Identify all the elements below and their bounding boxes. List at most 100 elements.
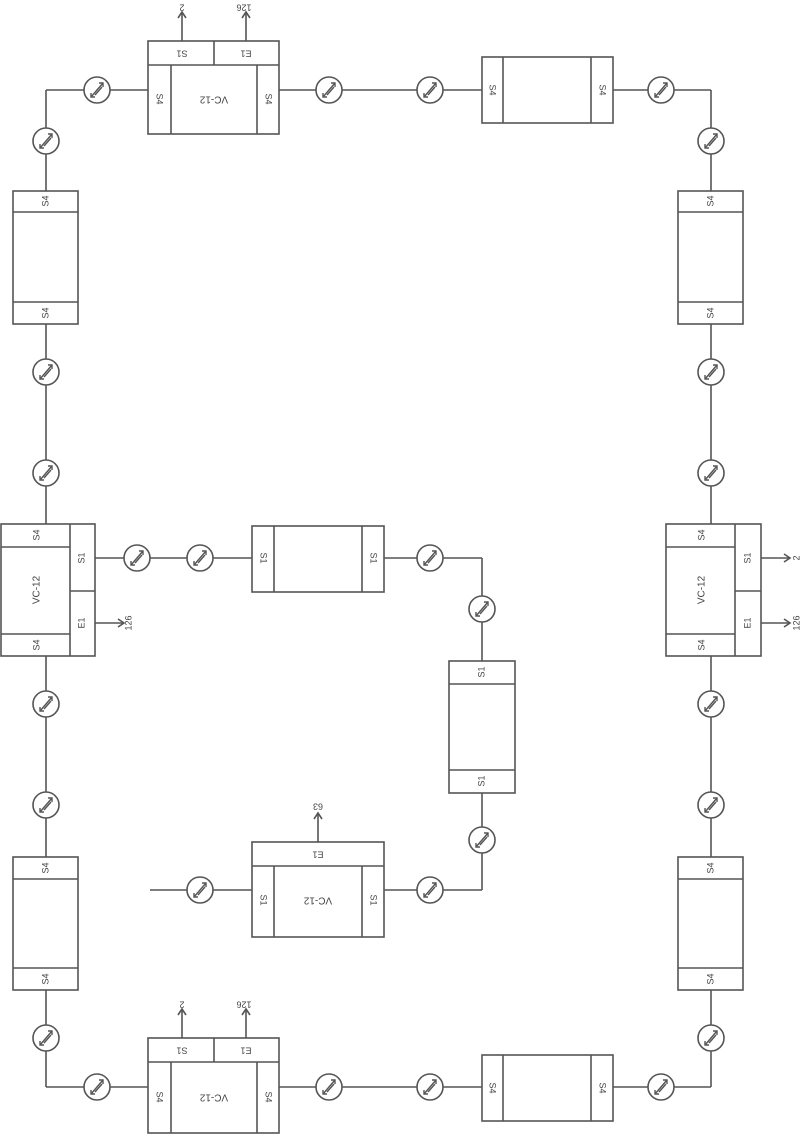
optical-amplifier-icon: [186, 544, 214, 572]
port-label: S1: [176, 1046, 187, 1056]
vc-label: VC-12: [199, 93, 228, 104]
optical-amplifier-icon: [697, 127, 725, 155]
optical-amplifier-icon: [32, 791, 60, 819]
regenerator-frame: [677, 190, 744, 325]
port-label: S4: [155, 1091, 165, 1102]
port-label: S4: [598, 84, 608, 95]
port-label: S4: [705, 862, 715, 873]
port-label: S4: [488, 1082, 498, 1093]
port-label: S1: [76, 552, 86, 563]
adm-frame: [665, 523, 762, 657]
regenerator-left-lower: S4 S4: [12, 856, 79, 991]
tributary-number: 2: [179, 1000, 184, 1010]
tributary-number: 126: [236, 1000, 251, 1010]
port-label: S1: [742, 552, 752, 563]
optical-amplifier-icon: [416, 76, 444, 104]
regenerator-frame: [677, 856, 744, 991]
optical-amplifier-icon: [697, 1024, 725, 1052]
adm-node-center: E1 S1 S1 VC-12: [251, 841, 385, 938]
optical-amplifier-icon: [416, 544, 444, 572]
tributary-arrows: [95, 10, 792, 1038]
regenerator-bottom-right: S4 S4: [481, 1054, 614, 1122]
vc-label: VC-12: [303, 894, 332, 905]
regenerator-frame: [12, 190, 79, 325]
port-label: S4: [264, 93, 274, 104]
regenerator-frame: [481, 56, 614, 124]
optical-amplifier-icon: [697, 459, 725, 487]
port-label: E1: [742, 617, 752, 628]
port-label: S4: [31, 639, 41, 650]
port-label: S4: [705, 973, 715, 984]
optical-amplifier-icon: [697, 358, 725, 386]
tributary-number: 2: [179, 3, 184, 13]
port-label: S1: [259, 552, 269, 563]
regenerator-frame: [448, 660, 516, 794]
tributary-number: 2: [791, 555, 801, 560]
optical-amplifier-icon: [416, 1073, 444, 1101]
port-label: S4: [598, 1082, 608, 1093]
optical-amplifier-icon: [697, 690, 725, 718]
optical-amplifier-icon: [32, 127, 60, 155]
port-label: E1: [240, 1046, 251, 1056]
regenerator-right-lower: S4 S4: [677, 856, 744, 991]
tributary-numbers: 2 126 126 2 126 63 2 126: [123, 3, 801, 1010]
adm-node-top: S1 E1 S4 S4 VC-12: [147, 40, 280, 135]
port-label: S4: [155, 93, 165, 104]
port-label: S4: [705, 307, 715, 318]
regenerator-right-upper: S4 S4: [677, 190, 744, 325]
port-label: S4: [488, 84, 498, 95]
adm-node-bottom: S1 E1 S4 S4 VC-12: [147, 1037, 280, 1134]
port-label: S4: [40, 862, 50, 873]
tributary-number: 126: [236, 3, 251, 13]
port-label: S4: [705, 195, 715, 206]
port-label: S1: [476, 775, 486, 786]
vc-label: VC-12: [697, 575, 708, 604]
port-label: S4: [40, 195, 50, 206]
port-label: E1: [76, 617, 86, 628]
regenerator-frame: [481, 1054, 614, 1122]
optical-amplifier-icon: [32, 459, 60, 487]
optical-amplifier-icon: [186, 876, 214, 904]
port-label: S1: [369, 552, 379, 563]
port-label: E1: [240, 49, 251, 59]
port-label: S1: [176, 49, 187, 59]
optical-amplifier-icon: [83, 1073, 111, 1101]
optical-amplifier-icon: [697, 791, 725, 819]
optical-amplifier-icon: [32, 690, 60, 718]
optical-amplifier-icon: [123, 544, 151, 572]
regenerator-left-upper: S4 S4: [12, 190, 79, 325]
port-label: S1: [369, 894, 379, 905]
optical-amplifier-icon: [416, 876, 444, 904]
optical-amplifier-icon: [315, 76, 343, 104]
optical-amplifier-icon: [83, 76, 111, 104]
regenerator-center-top: S1 S1: [251, 525, 385, 593]
optical-amplifier-icon: [315, 1073, 343, 1101]
port-label: S1: [476, 666, 486, 677]
port-label: E1: [312, 850, 323, 860]
port-label: S4: [31, 529, 41, 540]
optical-amplifier-icon: [32, 358, 60, 386]
regenerator-frame: [12, 856, 79, 991]
tributary-number: 126: [791, 615, 801, 630]
optical-amplifier-icon: [647, 1073, 675, 1101]
optical-amplifier-icon: [468, 826, 496, 854]
optical-amplifier-icon: [32, 1024, 60, 1052]
port-label: S1: [259, 894, 269, 905]
vc-label: VC-12: [199, 1091, 228, 1102]
optical-amplifier-icon: [468, 595, 496, 623]
tributary-number: 126: [123, 615, 133, 630]
vc-label: VC-12: [32, 575, 43, 604]
port-label: S4: [40, 307, 50, 318]
port-label: S4: [696, 529, 706, 540]
port-label: S4: [696, 639, 706, 650]
tributary-number: 63: [313, 802, 323, 812]
adm-node-left: S4 S4 S1 E1 VC-12: [0, 523, 96, 657]
port-label: S4: [264, 1091, 274, 1102]
adm-node-right: S4 S4 S1 E1 VC-12: [665, 523, 762, 657]
optical-amplifier-icon: [647, 76, 675, 104]
port-label: S4: [40, 973, 50, 984]
regenerator-top-right: S4 S4: [481, 56, 614, 124]
regenerator-frame: [251, 525, 385, 593]
adm-frame: [0, 523, 96, 657]
